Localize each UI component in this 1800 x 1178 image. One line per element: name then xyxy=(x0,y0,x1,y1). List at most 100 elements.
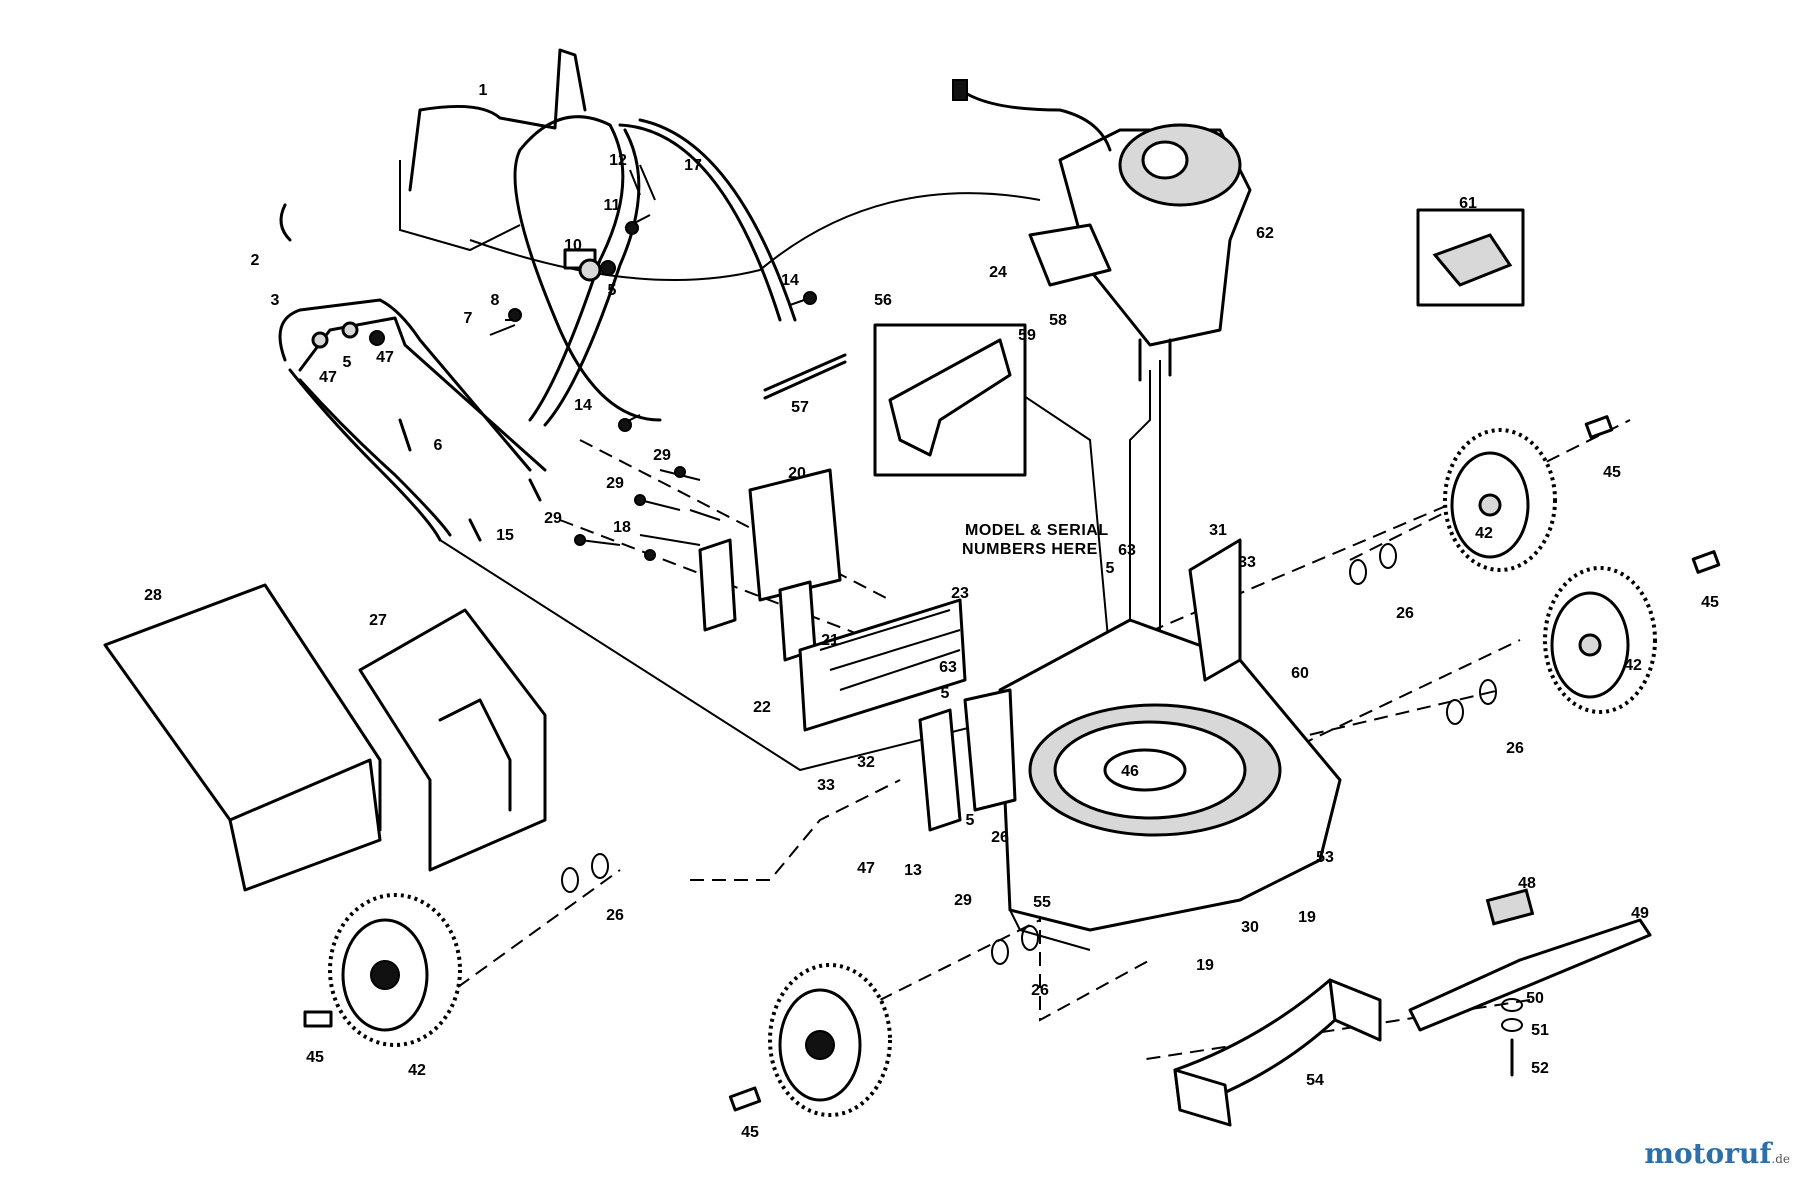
callout-42: 42 xyxy=(1624,657,1642,674)
callout-48: 48 xyxy=(1518,875,1536,892)
callout-46: 46 xyxy=(1121,763,1139,780)
callout-33: 33 xyxy=(1238,554,1256,571)
callout-14: 14 xyxy=(781,272,799,289)
callout-45: 45 xyxy=(306,1049,324,1066)
part-61-box xyxy=(1416,208,1525,307)
callout-29: 29 xyxy=(653,447,671,464)
callout-10: 10 xyxy=(564,237,582,254)
callout-26: 26 xyxy=(1396,605,1414,622)
watermark-brand: motoruf xyxy=(1644,1137,1772,1170)
callout-42: 42 xyxy=(408,1062,426,1079)
wheel-bolts xyxy=(303,415,1721,1112)
callout-12: 12 xyxy=(609,152,627,169)
callout-19: 19 xyxy=(1298,909,1316,926)
callout-15: 15 xyxy=(496,527,514,544)
part-axle-brackets xyxy=(918,538,1242,832)
callout-58: 58 xyxy=(1049,312,1067,329)
callout-29: 29 xyxy=(544,510,562,527)
part-blade xyxy=(1408,888,1652,1077)
callout-47: 47 xyxy=(376,349,394,366)
callout-62: 62 xyxy=(1256,225,1274,242)
callout-19: 19 xyxy=(1196,957,1214,974)
callout-33: 33 xyxy=(817,777,835,794)
callout-59: 59 xyxy=(1018,327,1036,344)
callout-labels: 1235555567810111213141415171819192021222… xyxy=(144,82,1719,1141)
callout-5: 5 xyxy=(1106,560,1115,577)
callout-31: 31 xyxy=(1209,522,1227,539)
callout-17: 17 xyxy=(684,157,702,174)
callout-1: 1 xyxy=(479,82,488,99)
callout-6: 6 xyxy=(434,437,443,454)
callout-26: 26 xyxy=(1031,982,1049,999)
part-lower-handle xyxy=(278,298,547,542)
callout-60: 60 xyxy=(1291,665,1309,682)
washers xyxy=(561,543,1497,965)
callout-57: 57 xyxy=(791,399,809,416)
callout-5: 5 xyxy=(343,354,352,371)
callout-7: 7 xyxy=(464,310,473,327)
part-rod xyxy=(763,353,847,400)
model-note-line-1: MODEL & SERIAL xyxy=(965,522,1109,539)
part-deck xyxy=(998,618,1342,951)
wheel-rear-left xyxy=(328,893,462,1047)
callout-3: 3 xyxy=(271,292,280,309)
callout-23: 23 xyxy=(951,585,969,602)
callout-45: 45 xyxy=(741,1124,759,1141)
callout-47: 47 xyxy=(319,369,337,386)
callout-29: 29 xyxy=(954,892,972,909)
callout-5: 5 xyxy=(608,282,617,299)
callout-18: 18 xyxy=(613,519,631,536)
callout-8: 8 xyxy=(491,292,500,309)
callout-45: 45 xyxy=(1603,464,1621,481)
wheel-rear-center xyxy=(768,963,892,1117)
callout-5: 5 xyxy=(966,812,975,829)
part-56-box xyxy=(873,323,1027,477)
callout-51: 51 xyxy=(1531,1022,1549,1039)
part-upper-handle xyxy=(513,115,797,427)
callout-63: 63 xyxy=(939,659,957,676)
callout-32: 32 xyxy=(857,754,875,771)
callout-54: 54 xyxy=(1306,1072,1324,1089)
callout-24: 24 xyxy=(989,264,1007,281)
callout-63: 63 xyxy=(1118,542,1136,559)
model-note-line-2: NUMBERS HERE xyxy=(962,541,1098,558)
callout-55: 55 xyxy=(1033,894,1051,911)
callout-30: 30 xyxy=(1241,919,1259,936)
model-serial-note: MODEL & SERIAL NUMBERS HERE xyxy=(962,522,1109,558)
callout-42: 42 xyxy=(1475,525,1493,542)
callout-47: 47 xyxy=(857,860,875,877)
hardware-small-parts xyxy=(279,164,817,542)
part-bag-frame xyxy=(358,608,547,872)
callout-29: 29 xyxy=(606,475,624,492)
callout-61: 61 xyxy=(1459,195,1477,212)
callout-56: 56 xyxy=(874,292,892,309)
watermark-logo: motoruf.de xyxy=(1644,1137,1790,1170)
callout-21: 21 xyxy=(821,632,839,649)
callout-5: 5 xyxy=(941,685,950,702)
callout-2: 2 xyxy=(251,252,260,269)
callout-26: 26 xyxy=(991,829,1009,846)
callout-11: 11 xyxy=(604,197,621,214)
bolts-set xyxy=(574,466,721,561)
callout-52: 52 xyxy=(1531,1060,1549,1077)
callout-45: 45 xyxy=(1701,594,1719,611)
part-baffle xyxy=(1173,978,1382,1127)
part-brackets xyxy=(698,468,967,732)
callout-28: 28 xyxy=(144,587,162,604)
callout-27: 27 xyxy=(369,612,387,629)
callout-50: 50 xyxy=(1526,990,1544,1007)
callout-49: 49 xyxy=(1631,905,1649,922)
callout-22: 22 xyxy=(753,699,771,716)
callout-26: 26 xyxy=(1506,740,1524,757)
watermark-suffix: .de xyxy=(1771,1152,1790,1166)
callout-26: 26 xyxy=(606,907,624,924)
callout-13: 13 xyxy=(904,862,922,879)
part-grass-bag xyxy=(103,583,382,892)
callout-20: 20 xyxy=(788,465,806,482)
part-bail-wire xyxy=(399,48,587,252)
callout-14: 14 xyxy=(574,397,592,414)
callout-53: 53 xyxy=(1316,849,1334,866)
wheel-front-right-upper xyxy=(1443,428,1557,572)
part-engine xyxy=(952,79,1252,382)
